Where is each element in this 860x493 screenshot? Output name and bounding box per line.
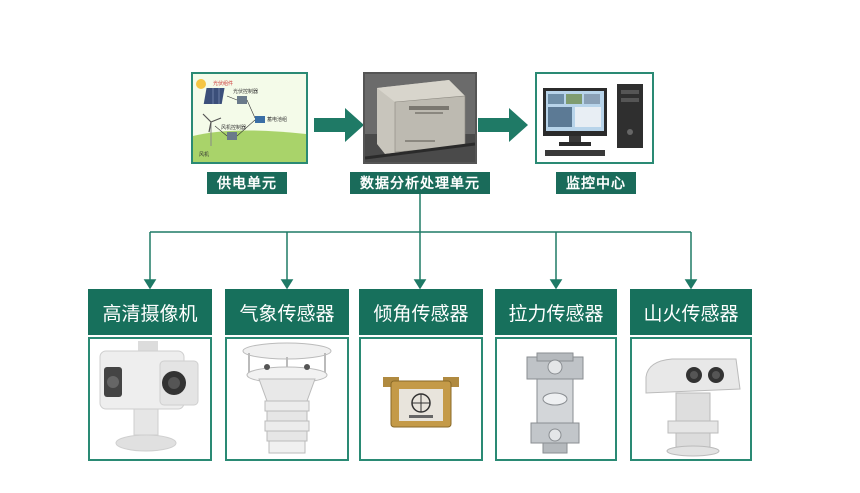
- cabinet-door-icon: [394, 95, 466, 153]
- drop-arrowhead: [549, 279, 563, 290]
- drop-arrowhead: [143, 279, 157, 290]
- sensor-image-weather: [225, 337, 349, 461]
- sensor-image-tilt: [359, 337, 483, 461]
- wind-controller-box-icon: [227, 132, 237, 140]
- keyboard-icon: [545, 150, 605, 156]
- controller-box-icon: [237, 96, 247, 104]
- power-unit-image: 光伏组件 光伏控制器 蓄电池组 风机控制器 风机: [191, 72, 308, 164]
- drop-arrowhead: [413, 279, 427, 290]
- sensor-title-tension: 拉力传感器: [495, 289, 617, 335]
- power-unit-label: 供电单元: [207, 172, 287, 194]
- battery-icon: [255, 116, 265, 123]
- diagram-label-solar-panel: 光伏组件: [213, 80, 233, 87]
- weather-sensor-top-icon: [242, 342, 332, 360]
- wind-turbine-icon: [202, 113, 222, 133]
- pc-tower-icon: [617, 84, 643, 148]
- solar-panel-icon: [203, 88, 225, 104]
- monitor-center-image: [535, 72, 654, 164]
- sensor-image-tension: [495, 337, 617, 461]
- analysis-unit-image: [363, 72, 477, 164]
- diagram-label-wind-turbine: 风机: [199, 151, 209, 158]
- sensor-title-wildfire: 山火传感器: [630, 289, 752, 335]
- sensor-title-tilt: 倾角传感器: [359, 289, 483, 335]
- monitor-center-label: 监控中心: [556, 172, 636, 194]
- sensor-title-hd-camera: 高清摄像机: [88, 289, 212, 335]
- sensor-title-weather: 气象传感器: [225, 289, 349, 335]
- diagram-label-solar-controller: 光伏控制器: [233, 88, 258, 95]
- analysis-unit-label: 数据分析处理单元: [350, 172, 490, 194]
- diagram-label-wind-controller: 风机控制器: [221, 124, 246, 131]
- arrow-analysis-to-monitor: [478, 108, 528, 142]
- drop-arrowhead: [684, 279, 698, 290]
- sensor-image-wildfire: [630, 337, 752, 461]
- drop-arrowhead: [280, 279, 294, 290]
- arrow-power-to-analysis: [314, 108, 364, 142]
- diagram-label-battery: 蓄电池组: [267, 116, 287, 123]
- sensor-image-hd-camera: [88, 337, 212, 461]
